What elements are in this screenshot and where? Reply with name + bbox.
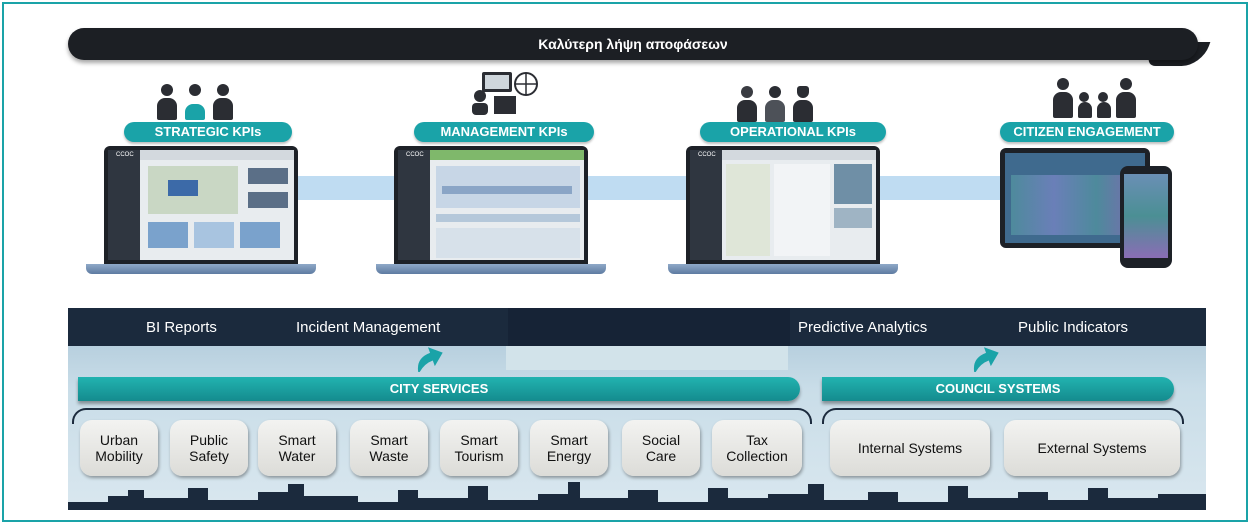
operational-kpis-text: OPERATIONAL KPIs [730,124,856,139]
citizen-tablet [1000,148,1150,248]
nav-fade [506,346,788,370]
service-social-care: Social Care [622,420,700,476]
public-indicators-link[interactable]: Public Indicators [1018,319,1129,336]
strategic-dashboard-laptop: CCOC [86,146,316,274]
family-icon [1052,76,1137,120]
service-smart-water: Smart Water [258,420,336,476]
management-kpis-label: MANAGEMENT KPIs [414,122,594,142]
analytics-nav-strip [68,308,1206,346]
predictive-analytics-link[interactable]: Predictive Analytics [798,319,928,336]
manager-analyst-icon [470,72,540,116]
city-services-bar: CITY SERVICES [78,377,800,401]
citizen-engagement-text: CITIZEN ENGAGEMENT [1013,124,1161,139]
bi-reports-link[interactable]: BI Reports [146,319,217,336]
operational-dashboard-laptop: CCOC [668,146,898,274]
management-dashboard-laptop: CCOC [376,146,606,274]
council-systems-bracket [822,408,1184,424]
strategic-kpis-text: STRATEGIC KPIs [154,124,262,139]
up-arrow-icon [973,347,999,372]
service-smart-tourism: Smart Tourism [440,420,518,476]
service-urban-mobility: Urban Mobility [80,420,158,476]
citizen-phone [1120,166,1172,268]
management-kpis-text: MANAGEMENT KPIs [440,124,568,139]
service-smart-waste: Smart Waste [350,420,428,476]
city-services-title: CITY SERVICES [389,381,489,396]
up-arrow-icon [417,347,443,372]
citizen-engagement-label: CITIZEN ENGAGEMENT [1000,122,1174,142]
city-services-bracket [72,408,812,424]
incident-management-link[interactable]: Incident Management [296,319,441,336]
banner-title: Καλύτερη λήψη αποφάσεων [538,36,728,52]
council-systems-bar: COUNCIL SYSTEMS [822,377,1174,401]
council-internal-systems: Internal Systems [830,420,990,476]
screen-brand: CCOC [116,152,134,158]
city-skyline [68,482,1206,510]
strategic-kpis-label: STRATEGIC KPIs [124,122,292,142]
service-tax-collection: Tax Collection [712,420,802,476]
council-external-systems: External Systems [1004,420,1180,476]
screen-brand: CCOC [698,152,716,158]
council-systems-title: COUNCIL SYSTEMS [935,381,1061,396]
decision-banner: Καλύτερη λήψη αποφάσεων [68,28,1198,60]
executives-icon [156,78,234,122]
screen-brand: CCOC [406,152,424,158]
operational-kpis-label: OPERATIONAL KPIs [700,122,886,142]
service-public-safety: Public Safety [170,420,248,476]
field-staff-icon [736,80,814,124]
service-smart-energy: Smart Energy [530,420,608,476]
